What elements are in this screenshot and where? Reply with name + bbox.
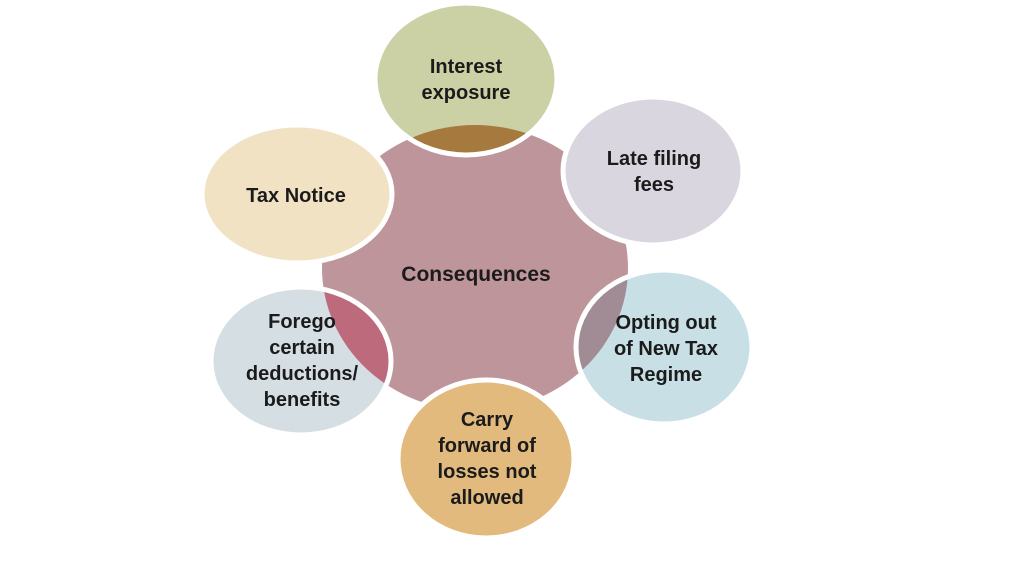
node-group-forego-deductions <box>208 284 394 438</box>
node-shape-carry-forward <box>395 377 577 541</box>
node-group-opting-out <box>573 267 755 427</box>
node-group-interest-exposure <box>372 0 560 158</box>
node-shape-interest-exposure <box>375 3 557 155</box>
node-shape-late-filing-fees <box>560 94 746 248</box>
node-outline-opting-out <box>573 267 755 427</box>
center-shape <box>322 125 628 411</box>
node-shape-tax-notice <box>199 122 395 266</box>
node-outline-interest-exposure <box>372 0 560 158</box>
node-outline-forego-deductions <box>208 284 394 438</box>
